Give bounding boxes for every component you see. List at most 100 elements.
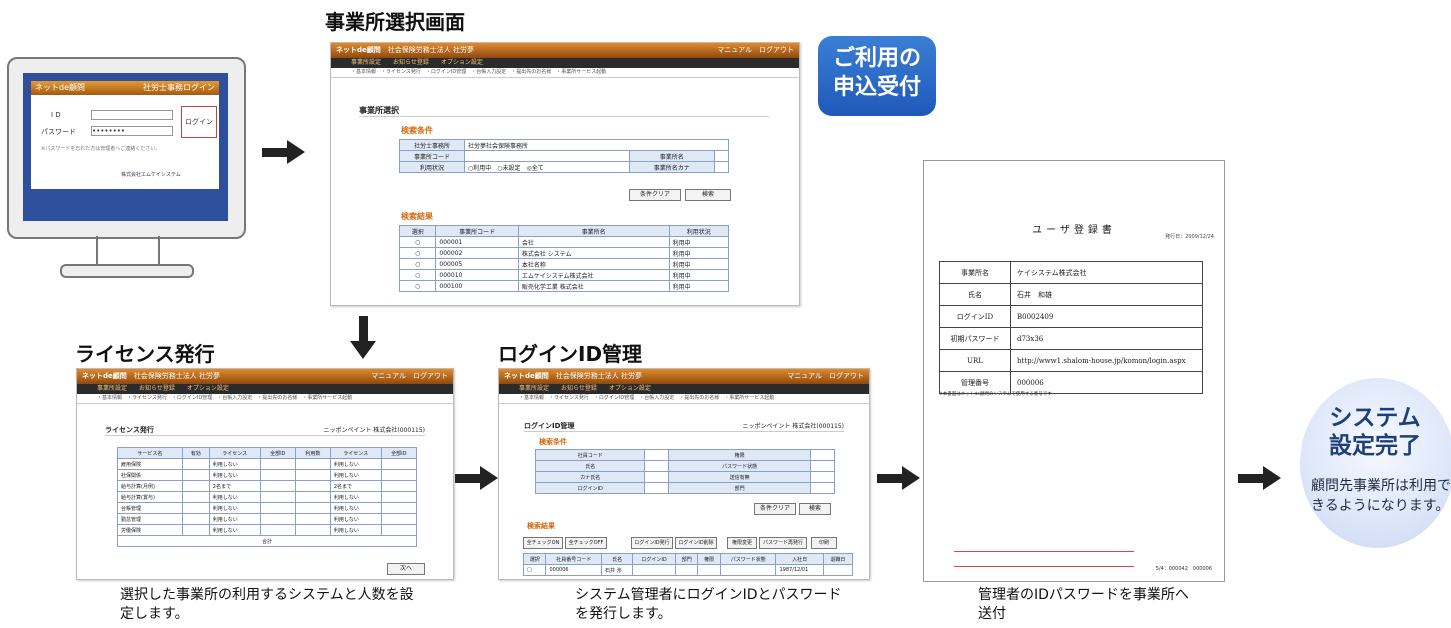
radio[interactable]: ○ bbox=[398, 247, 437, 259]
cell: 000006 bbox=[545, 564, 603, 576]
search-heading: 検索条件 bbox=[401, 126, 433, 135]
office-name: 社会保険労務士法人 社労夢 bbox=[555, 372, 642, 380]
cell: 台帳管理 bbox=[117, 502, 183, 514]
delete-id-button[interactable]: ログインID削除 bbox=[675, 537, 717, 549]
search-label: 部門 bbox=[668, 482, 812, 494]
clear-button[interactable]: 条件クリア bbox=[629, 189, 681, 201]
brand: ネットde顧問 bbox=[336, 46, 381, 54]
change-role-button[interactable]: 権限変更 bbox=[727, 537, 757, 549]
next-button[interactable]: 次へ bbox=[387, 563, 425, 575]
doc-red-fineprint bbox=[954, 551, 1134, 567]
office-select[interactable]: 社労夢社会保険事務所 bbox=[464, 139, 729, 151]
radio[interactable]: ○ bbox=[398, 280, 437, 292]
user-registration-document: ユーザ登録書 発行日：2009/12/24 事業所名ケイシステム株式会社 氏名石… bbox=[923, 160, 1225, 582]
status-radios[interactable]: ○利用中 ○未設定 ◎全て bbox=[464, 161, 630, 173]
search-button[interactable]: 検索 bbox=[685, 189, 731, 201]
table-row[interactable]: □ 000006 石井 渉 1987/12/01 bbox=[522, 564, 854, 576]
col-header: 全部ID bbox=[259, 447, 296, 459]
cell: 本社名称 bbox=[517, 258, 670, 270]
license-select[interactable]: 利用しない bbox=[329, 458, 382, 470]
top-right-links[interactable]: マニュアル ログアウト bbox=[787, 372, 864, 380]
search-label: 氏名 bbox=[534, 460, 646, 472]
doc-row: 氏名石井 和雄 bbox=[939, 283, 1203, 306]
main-menu[interactable]: 事業所設定 お知らせ登録 オプション設定 bbox=[77, 384, 453, 394]
total-label: 合計 bbox=[117, 535, 417, 547]
cell: 利用中 bbox=[668, 236, 730, 248]
license-select[interactable]: 利用しない bbox=[329, 513, 382, 525]
license-select[interactable]: 利用しない bbox=[329, 491, 382, 503]
kana-input[interactable] bbox=[714, 161, 729, 173]
office-name: 社会保険労務士法人 社労夢 bbox=[387, 46, 474, 54]
login-id-title: ログインID管理 bbox=[498, 342, 643, 366]
radio[interactable]: ○ bbox=[398, 269, 437, 281]
license-select[interactable]: 利用しない bbox=[329, 469, 382, 481]
arrow-right-icon bbox=[1238, 466, 1282, 490]
search-button[interactable]: 検索 bbox=[799, 503, 831, 515]
cell: 2名まで bbox=[208, 480, 261, 492]
doc-value: http://www1.shalom-house.jp/komon/login.… bbox=[1010, 349, 1203, 372]
checkboxes[interactable] bbox=[810, 460, 835, 472]
office-name: 社会保険労務士法人 社労夢 bbox=[133, 372, 220, 380]
monitor-base bbox=[60, 264, 194, 278]
password-field[interactable]: •••••••• bbox=[91, 126, 173, 136]
input[interactable] bbox=[644, 460, 670, 472]
print-button[interactable]: 印刷 bbox=[811, 537, 837, 549]
main-menu[interactable]: 事業所設定 お知らせ登録 オプション設定 bbox=[499, 384, 869, 394]
login-button[interactable]: ログイン bbox=[181, 106, 217, 138]
check-off-button[interactable]: 全チェックOFF bbox=[565, 537, 607, 549]
row-checkbox[interactable]: □ bbox=[522, 564, 547, 576]
cell: 勤怠管理 bbox=[117, 513, 183, 525]
sub-menu[interactable]: ・基本情報 ・ライセンス発行 ・ログインID管理 ・台帳入力設定 ・提出先のお名… bbox=[331, 68, 799, 78]
badge-line1: ご利用の bbox=[832, 46, 921, 71]
input[interactable] bbox=[644, 449, 670, 461]
search-heading: 検索条件 bbox=[539, 438, 567, 446]
check-on-button[interactable]: 全チェックON bbox=[523, 537, 563, 549]
radio[interactable]: ○ bbox=[398, 236, 437, 248]
main-menu[interactable]: 事業所設定 お知らせ登録 オプション設定 bbox=[331, 58, 799, 68]
cell: 000001 bbox=[435, 236, 519, 248]
col-header: パスワード状態 bbox=[719, 553, 777, 565]
license-select[interactable]: 利用しない bbox=[329, 524, 382, 536]
issue-id-button[interactable]: ログインID発行 bbox=[631, 537, 673, 549]
doc-footer: 5/4：000042 000006 bbox=[1155, 566, 1212, 572]
input[interactable] bbox=[644, 471, 670, 483]
table-row: 給与計算(賞与)利用しない利用しない bbox=[117, 491, 418, 503]
document-caption: 管理者のIDパスワードを事業所へ送付 bbox=[978, 587, 1189, 622]
clear-button[interactable]: 条件クリア bbox=[754, 503, 796, 515]
search-label: 社労士事務所 bbox=[399, 139, 465, 151]
radio[interactable]: ○ bbox=[398, 258, 437, 270]
sub-menu[interactable]: ・基本情報 ・ライセンス発行 ・ログインID管理 ・台帳入力設定 ・提出先のお名… bbox=[499, 394, 869, 404]
name-input[interactable] bbox=[714, 150, 729, 162]
reissue-password-button[interactable]: パスワード再発行 bbox=[759, 537, 807, 549]
result-heading: 検索結果 bbox=[527, 522, 555, 530]
company-label: ニッポンペイント 株式会社(000115) bbox=[742, 423, 845, 430]
checkboxes[interactable] bbox=[810, 449, 835, 461]
sub-menu[interactable]: ・基本情報 ・ライセンス発行 ・ログインID管理 ・台帳入力設定 ・提出先のお名… bbox=[77, 394, 453, 404]
dept-select[interactable] bbox=[810, 482, 835, 494]
section-label: ログインID管理 bbox=[524, 422, 575, 430]
search-table: 社労士事務所社労夢社会保険事務所 事業所コード事業所名 利用状況○利用中 ○未設… bbox=[399, 139, 729, 173]
col-header: 権限 bbox=[697, 553, 721, 565]
cell: 000010 bbox=[435, 269, 519, 281]
table-row: 労働保険利用しない利用しない bbox=[117, 524, 418, 536]
table-row: 台帳管理利用しない利用しない bbox=[117, 502, 418, 514]
select-screen-title: 事業所選択画面 bbox=[325, 10, 465, 34]
cell: 社保関係 bbox=[117, 469, 183, 481]
id-field[interactable] bbox=[91, 110, 173, 120]
code-input[interactable] bbox=[464, 150, 630, 162]
top-right-links[interactable]: マニュアル ログアウト bbox=[371, 372, 448, 380]
radios[interactable] bbox=[810, 471, 835, 483]
table-row: 勤怠管理利用しない利用しない bbox=[117, 513, 418, 525]
doc-key: 事業所名 bbox=[939, 261, 1011, 284]
top-right-links[interactable]: マニュアル ログアウト bbox=[717, 46, 794, 54]
license-select[interactable]: 2名まで bbox=[329, 480, 382, 492]
input[interactable] bbox=[644, 482, 670, 494]
license-select[interactable]: 利用しない bbox=[329, 502, 382, 514]
